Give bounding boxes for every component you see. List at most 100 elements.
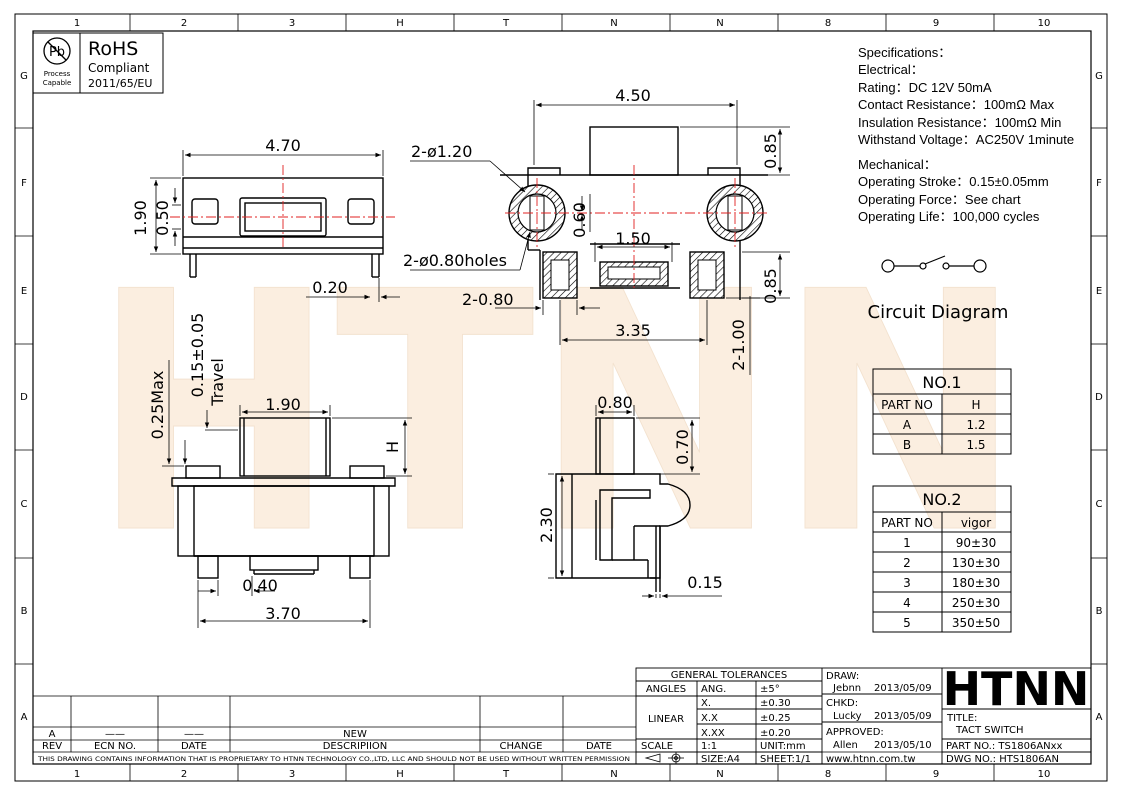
tol-sheet: SHEET:1/1 bbox=[760, 754, 811, 765]
part-no: PART NO.: TS1806ANxx bbox=[946, 741, 1063, 752]
rev-header: CHANGE bbox=[500, 741, 543, 752]
dim-pad-pitch: 3.35 bbox=[615, 321, 651, 340]
dim-holes: 2-ø0.80holes bbox=[403, 251, 507, 270]
row-label: E bbox=[1096, 286, 1102, 297]
chkd-name: Lucky bbox=[833, 711, 862, 722]
approved-label: APPROVED: bbox=[826, 727, 884, 738]
table2-cell: 1 bbox=[903, 536, 911, 550]
col-label: 3 bbox=[289, 18, 295, 29]
col-label: 2 bbox=[181, 18, 187, 29]
col-label: 9 bbox=[933, 18, 939, 29]
col-label: 1 bbox=[74, 769, 80, 780]
col-label: N bbox=[716, 18, 723, 29]
row-label: C bbox=[21, 499, 28, 510]
side-view-labels: 0.80 0.70 2.30 0.15 bbox=[537, 393, 723, 592]
table2-cell: 5 bbox=[903, 616, 911, 630]
rev-header: DATE bbox=[586, 741, 612, 752]
table2-cell: 350±50 bbox=[952, 616, 1000, 630]
rev-header: REV bbox=[42, 741, 62, 752]
capable-label: Capable bbox=[43, 79, 72, 87]
top-view-centerlines bbox=[170, 165, 395, 250]
pb-label: Pb bbox=[49, 45, 65, 60]
row-label: A bbox=[1096, 712, 1103, 723]
dim-right-top: 0.85 bbox=[761, 133, 780, 169]
table2-cell: 4 bbox=[903, 596, 911, 610]
outer-frame bbox=[14, 13, 1108, 782]
table-no1 bbox=[872, 368, 1012, 455]
tol-xxx: X.XX bbox=[701, 728, 725, 739]
row-label: G bbox=[1095, 71, 1103, 82]
front-view-dims bbox=[162, 360, 412, 628]
tol-ang-value: ±5° bbox=[760, 684, 780, 695]
dim-pad-small: 2-0.80 bbox=[462, 290, 514, 309]
col-label: 10 bbox=[1038, 18, 1051, 29]
col-label: 3 bbox=[289, 769, 295, 780]
dwg-no: DWG NO.: HTS1806AN bbox=[946, 754, 1059, 765]
tol-xxx-value: ±0.20 bbox=[760, 728, 791, 739]
approved-date: 2013/05/10 bbox=[874, 740, 932, 751]
tol-scale: SCALE bbox=[641, 741, 673, 752]
draw-label: DRAW: bbox=[826, 671, 859, 682]
table2-cell: 3 bbox=[903, 576, 911, 590]
row-label: F bbox=[1096, 178, 1102, 189]
tol-angles: ANGLES bbox=[646, 684, 686, 695]
col-label: 9 bbox=[933, 769, 939, 780]
dim-top-height: 1.90 bbox=[131, 200, 150, 236]
electrical-heading: Electrical： bbox=[858, 62, 924, 77]
draw-date: 2013/05/09 bbox=[874, 683, 932, 694]
row-label: D bbox=[20, 392, 28, 403]
row-label: B bbox=[21, 606, 28, 617]
rev-header: DATE bbox=[181, 741, 207, 752]
table1-cell: A bbox=[903, 418, 912, 432]
rev-header: DESCRIPIION bbox=[323, 741, 388, 752]
projection-symbol-icon bbox=[644, 752, 684, 764]
row-label: A bbox=[21, 712, 28, 723]
mechanical-heading: Mechanical： bbox=[858, 157, 937, 172]
footprint-centerlines bbox=[505, 165, 767, 290]
dim-top-slot: 0.50 bbox=[153, 200, 172, 236]
table2-cell: 90±30 bbox=[956, 536, 997, 550]
dim-side-lead: 0.15 bbox=[687, 573, 723, 592]
dim-pad-len: 2-1.00 bbox=[729, 319, 748, 371]
circuit-diagram-label: Circuit Diagram bbox=[868, 302, 1009, 323]
tolerance-text: GENERAL TOLERANCES ANGLES ANG. ±5° LINEA… bbox=[641, 670, 1063, 765]
dim-front-max: 0.25Max bbox=[148, 371, 167, 440]
table2-title: NO.2 bbox=[922, 490, 961, 509]
table1-header: PART NO bbox=[881, 398, 933, 412]
table1-header: H bbox=[971, 398, 980, 412]
dim-pad-spacing: 0.60 bbox=[570, 202, 589, 238]
rev-cell: —— bbox=[184, 729, 204, 740]
dim-front-gap: 0.40 bbox=[242, 576, 278, 595]
tol-title: GENERAL TOLERANCES bbox=[671, 670, 787, 681]
dim-front-height: H bbox=[383, 441, 402, 453]
table1-cell: B bbox=[903, 438, 911, 452]
grid-ticks bbox=[15, 14, 1107, 781]
rev-cell: NEW bbox=[343, 729, 367, 740]
front-view-labels: 1.90 H 0.15±0.05 Travel 0.25Max 0.40 3.7… bbox=[148, 313, 402, 623]
table2-header: vigor bbox=[961, 516, 991, 530]
col-label: H bbox=[396, 769, 404, 780]
proprietary-notice: THIS DRAWING CONTAINS INFORMATION THAT I… bbox=[37, 755, 630, 763]
tol-linear: LINEAR bbox=[648, 714, 684, 725]
approved-name: Allen bbox=[833, 740, 858, 751]
spec-force: Operating Force：See chart bbox=[858, 192, 1021, 207]
col-label: 2 bbox=[181, 769, 187, 780]
tol-size: SIZE:A4 bbox=[701, 754, 740, 765]
tol-xx: X.X bbox=[701, 713, 718, 724]
tol-x-value: ±0.30 bbox=[760, 698, 791, 709]
row-label: D bbox=[1095, 392, 1103, 403]
col-label: 8 bbox=[825, 18, 831, 29]
table2-cell: 180±30 bbox=[952, 576, 1000, 590]
dim-side-height: 2.30 bbox=[537, 507, 556, 543]
title-label: TITLE: bbox=[946, 713, 977, 724]
row-label: C bbox=[1096, 499, 1103, 510]
col-label: N bbox=[610, 769, 617, 780]
rohs-logo: Pb Process Capable RoHS Compliant 2011/6… bbox=[32, 32, 164, 94]
row-label: F bbox=[21, 178, 27, 189]
dim-right-width: 4.50 bbox=[615, 86, 651, 105]
spec-withstand: Withstand Voltage：AC250V 1minute bbox=[858, 132, 1075, 147]
tol-scale-value: 1:1 bbox=[701, 741, 717, 752]
table-no2-text: NO.2 PART NO vigor 1 90±30 2 130±30 3 18… bbox=[881, 490, 1000, 630]
col-label: H bbox=[396, 18, 404, 29]
